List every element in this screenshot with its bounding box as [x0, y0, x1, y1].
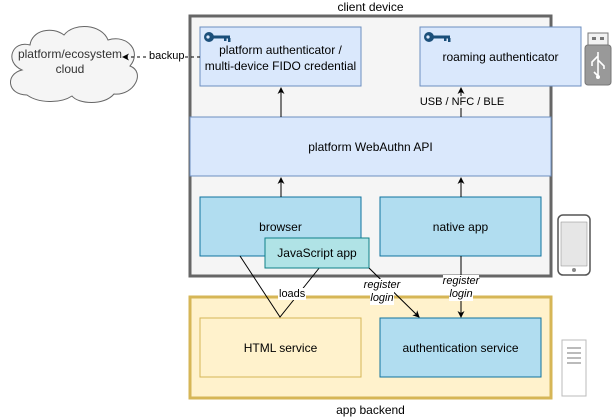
- browser-label: browser: [259, 220, 302, 234]
- key-icon: [204, 32, 231, 42]
- platform-authenticator-label: platform authenticator / multi-device FI…: [200, 38, 361, 78]
- javascript-app-box: [264, 237, 370, 269]
- app-backend-label: app backend: [336, 403, 405, 417]
- javascript-app-label: JavaScript app: [277, 246, 357, 260]
- roaming-authenticator-label: roaming authenticator: [442, 49, 559, 64]
- login-label-left: login: [370, 292, 394, 305]
- smartphone-icon: [557, 214, 591, 276]
- loads-label: loads: [278, 288, 307, 300]
- register-login-label-right: register login: [439, 274, 483, 302]
- cloud-label: platform/ecosystem cloud: [10, 42, 130, 82]
- cloud-label-line-2: cloud: [55, 62, 85, 76]
- authentication-service-box: [379, 317, 542, 378]
- cloud-label-line-1: platform/ecosystem: [17, 47, 123, 61]
- native-app-label: native app: [432, 219, 489, 234]
- platform-authenticator-label-line-1: platform authenticator /: [219, 43, 342, 57]
- loads-connector: [239, 255, 321, 318]
- cloud-shape: [10, 26, 138, 103]
- webauthn-api-box: [189, 116, 552, 177]
- html-service-label: HTML service: [243, 340, 318, 355]
- usb-nfc-ble-label: USB / NFC / BLE: [414, 96, 510, 108]
- platform-authenticator-label-line-2: multi-device FIDO credential: [204, 59, 357, 73]
- server-icon: [561, 339, 587, 397]
- key-icon: [424, 32, 451, 42]
- register-label-left: register: [363, 279, 401, 292]
- register-login-label-left: register login: [360, 278, 404, 306]
- authentication-service-label: authentication service: [402, 340, 519, 355]
- html-service-box: [199, 317, 362, 378]
- backup-label: backup: [148, 50, 186, 62]
- native-app-box: [379, 196, 542, 257]
- usb-stick-icon: [584, 32, 612, 86]
- login-label-right: login: [449, 288, 473, 301]
- client-device-label: client device: [337, 0, 404, 14]
- webauthn-api-label: platform WebAuthn API: [308, 139, 433, 154]
- register-label-right: register: [442, 275, 480, 288]
- arrow-js-to-auth-service: [368, 267, 420, 318]
